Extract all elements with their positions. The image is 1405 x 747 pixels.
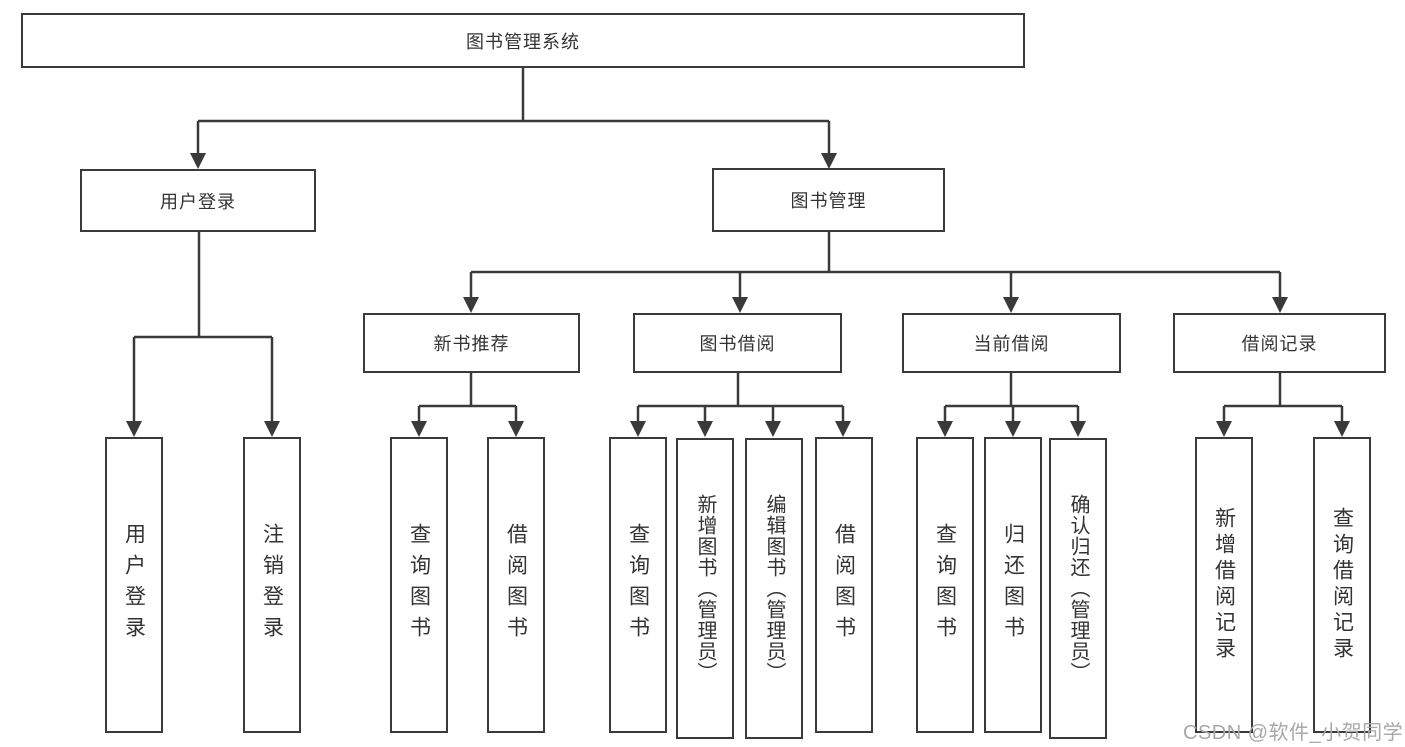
node-book-management-label: 图书管理: [790, 191, 867, 211]
leaf-query-books-recommend-label: 查询图书: [407, 523, 431, 647]
node-current-borrowing: 当前借阅: [902, 313, 1121, 373]
connector-line: [943, 373, 1080, 422]
node-book-management: 图书管理: [712, 168, 945, 232]
node-root-label: 图书管理系统: [466, 31, 580, 52]
arrow-down-icon: [463, 297, 479, 313]
leaf-user-login-label: 用户登录: [122, 523, 146, 647]
connector-line: [417, 373, 518, 422]
leaf-query-borrow-record: 查询借阅记录: [1313, 437, 1371, 733]
leaf-borrow-books-recommend-label: 借阅图书: [504, 523, 528, 647]
arrow-down-icon: [732, 297, 748, 313]
node-user-login: 用户登录: [80, 169, 316, 232]
arrow-down-icon: [264, 421, 280, 437]
arrow-down-icon: [1272, 297, 1288, 313]
leaf-confirm-return-admin-label: 确认归还（管理员）: [1067, 494, 1089, 683]
arrow-down-icon: [1070, 421, 1086, 437]
leaf-return-books-label: 归还图书: [1001, 523, 1025, 647]
connector-line: [636, 373, 845, 422]
leaf-add-book-admin-label: 新增图书（管理员）: [694, 494, 716, 683]
leaf-add-borrow-record: 新增借阅记录: [1195, 437, 1253, 733]
node-borrowing-records: 借阅记录: [1173, 313, 1386, 373]
arrow-down-icon: [630, 421, 646, 437]
leaf-user-login: 用户登录: [105, 437, 163, 733]
arrow-down-icon: [821, 153, 837, 169]
arrow-down-icon: [1334, 421, 1350, 437]
node-borrowing-records-label: 借阅记录: [1241, 334, 1318, 354]
connector-line: [1222, 373, 1344, 422]
arrow-down-icon: [1005, 421, 1021, 437]
node-book-borrowing-label: 图书借阅: [699, 334, 776, 354]
leaf-query-books-borrowing-label: 查询图书: [626, 523, 650, 647]
arrow-down-icon: [1216, 421, 1232, 437]
leaf-query-books-current: 查询图书: [916, 437, 974, 733]
arrow-down-icon: [411, 421, 427, 437]
node-book-borrowing: 图书借阅: [633, 313, 842, 373]
node-root: 图书管理系统: [21, 13, 1025, 68]
watermark: CSDN @软件_小贺同学: [1183, 722, 1404, 744]
node-user-login-label: 用户登录: [160, 191, 236, 212]
arrow-down-icon: [765, 421, 781, 437]
leaf-query-books-borrowing: 查询图书: [609, 437, 667, 733]
arrow-down-icon: [835, 421, 851, 437]
connector-line: [196, 68, 831, 154]
arrow-down-icon: [126, 421, 142, 437]
arrow-down-icon: [190, 153, 206, 169]
leaf-borrow-books-recommend: 借阅图书: [487, 437, 545, 733]
leaf-logout-label: 注销登录: [260, 523, 284, 647]
leaf-query-borrow-record-label: 查询借阅记录: [1330, 507, 1354, 663]
leaf-add-borrow-record-label: 新增借阅记录: [1212, 507, 1236, 663]
arrow-down-icon: [697, 421, 713, 437]
leaf-query-books-current-label: 查询图书: [933, 523, 957, 647]
leaf-edit-book-admin-label: 编辑图书（管理员）: [763, 494, 785, 683]
node-new-book-recommend: 新书推荐: [363, 313, 580, 373]
node-new-book-recommend-label: 新书推荐: [433, 334, 510, 354]
arrow-down-icon: [1003, 297, 1019, 313]
leaf-return-books: 归还图书: [984, 437, 1042, 733]
leaf-confirm-return-admin: 确认归还（管理员）: [1049, 438, 1107, 739]
arrow-down-icon: [937, 421, 953, 437]
connector-line: [469, 232, 1282, 298]
leaf-add-book-admin: 新增图书（管理员）: [676, 438, 734, 739]
node-current-borrowing-label: 当前借阅: [973, 334, 1050, 354]
leaf-query-books-recommend: 查询图书: [390, 437, 448, 733]
connector-line: [132, 232, 274, 422]
leaf-borrow-books-borrowing: 借阅图书: [815, 437, 873, 733]
arrow-down-icon: [508, 421, 524, 437]
leaf-borrow-books-borrowing-label: 借阅图书: [832, 523, 856, 647]
leaf-edit-book-admin: 编辑图书（管理员）: [745, 438, 803, 739]
leaf-logout: 注销登录: [243, 437, 301, 733]
